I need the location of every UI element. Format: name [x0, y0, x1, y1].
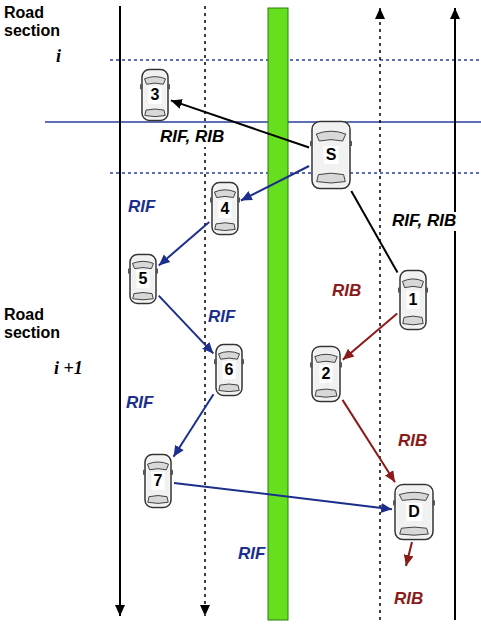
- edge-label: RIF: [126, 198, 157, 217]
- vehicle: 2: [310, 345, 342, 403]
- edge-label: RIF: [236, 545, 267, 564]
- vehicle-id: 2: [320, 365, 333, 383]
- edge-label: RIF: [124, 394, 155, 413]
- road-edge: [454, 8, 456, 620]
- message-arrow: [241, 166, 309, 201]
- message-arrow: [343, 400, 396, 482]
- vehicle-id: 4: [219, 200, 232, 218]
- vehicle-id: 5: [137, 270, 150, 288]
- road-edge: [119, 6, 121, 616]
- vehicle: 3: [140, 68, 170, 122]
- outgoing-arrow: [406, 542, 412, 566]
- vehicle-id: 1: [407, 291, 420, 309]
- vehicle-id: S: [324, 146, 339, 164]
- vehicle: 6: [214, 343, 244, 397]
- edge-label: RIB: [396, 432, 429, 451]
- vehicle-id: 3: [149, 86, 162, 104]
- section-label: Road section: [4, 4, 78, 41]
- lane-line: [379, 8, 381, 620]
- edge-label: RIF, RIB: [158, 128, 226, 147]
- vehicle-id: D: [406, 503, 422, 521]
- edge-label: RIF: [206, 308, 237, 327]
- median: [268, 8, 288, 620]
- section-label: i: [56, 46, 61, 67]
- vehicle: S: [310, 120, 352, 190]
- vehicle: 1: [398, 269, 428, 331]
- vehicle: 4: [210, 181, 240, 236]
- message-arrow: [343, 313, 397, 359]
- edge-label: RIF, RIB: [390, 212, 458, 231]
- section-line: [110, 59, 481, 61]
- section-line: [45, 121, 481, 123]
- edge-label: RIB: [392, 590, 425, 609]
- message-arrow: [351, 191, 397, 273]
- vehicle-id: 6: [223, 361, 236, 379]
- message-arrow: [174, 394, 214, 456]
- vehicle-id: 7: [152, 472, 165, 490]
- vehicle: D: [393, 483, 435, 541]
- message-arrow: [159, 222, 209, 266]
- edge-label: RIB: [330, 282, 363, 301]
- vehicle: 7: [143, 453, 173, 509]
- section-label: i +1: [54, 358, 83, 379]
- section-label: Road section: [4, 306, 78, 343]
- message-arrow: [174, 483, 392, 509]
- vehicle: 5: [128, 253, 158, 305]
